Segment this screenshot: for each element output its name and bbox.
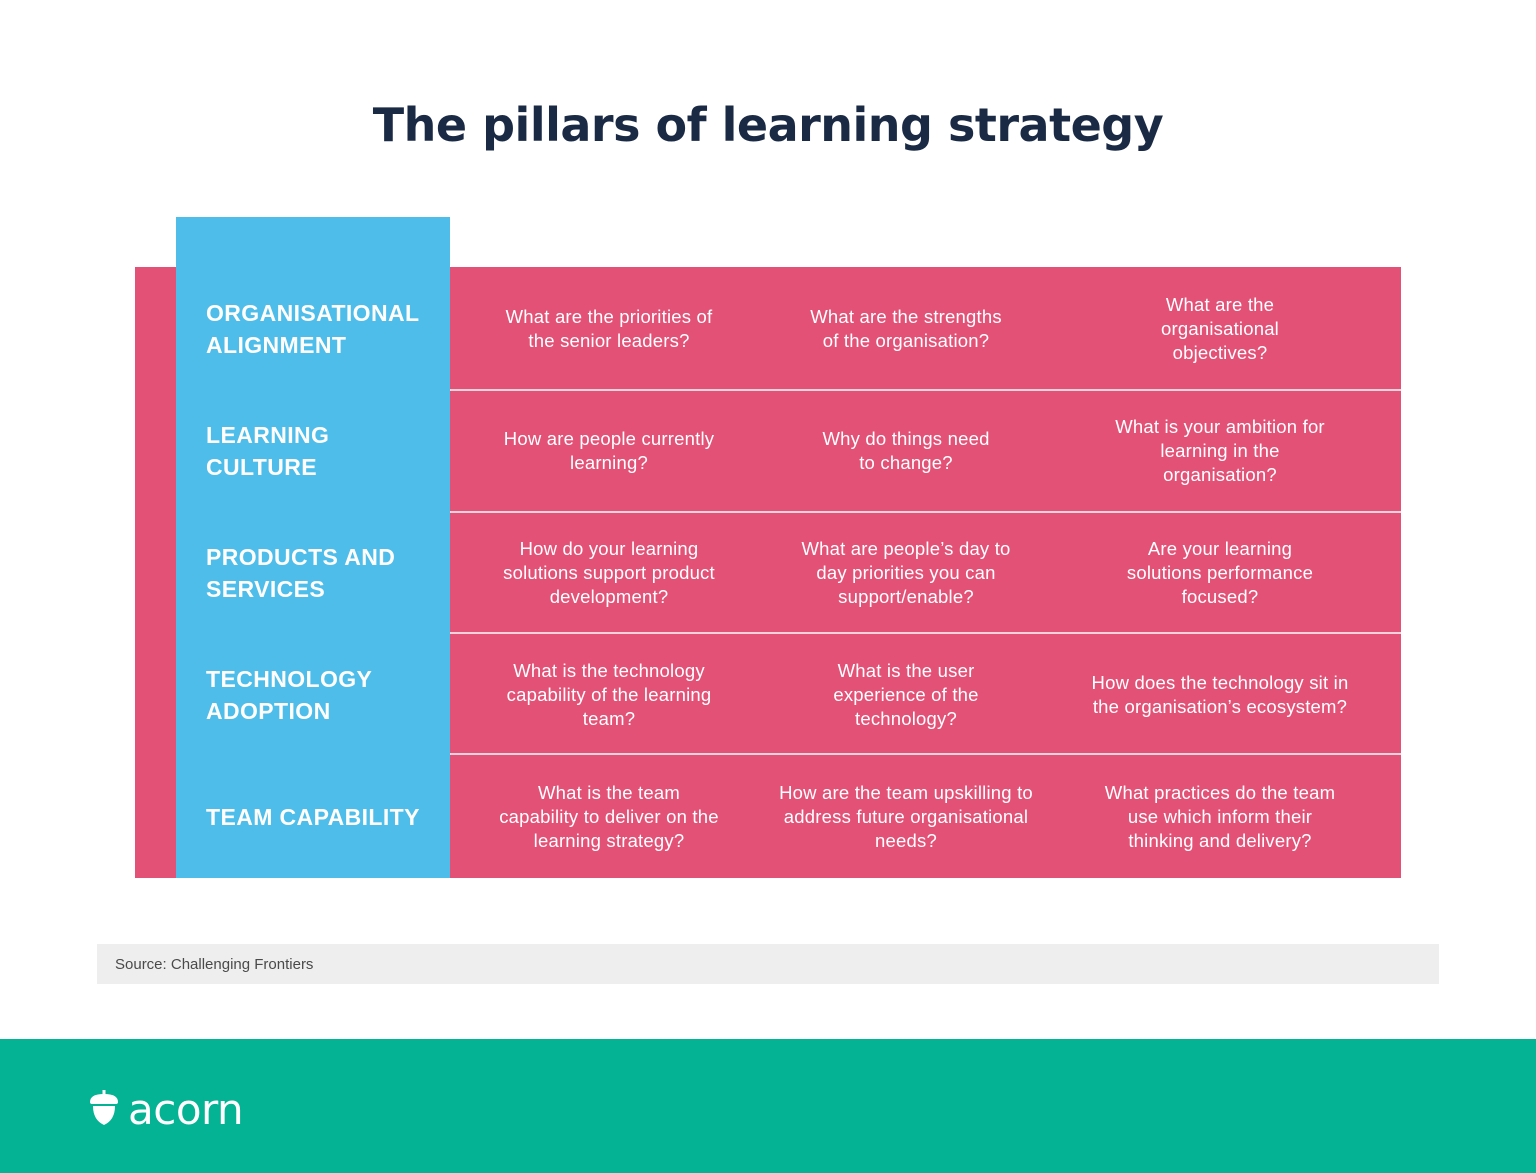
question-cell: What are the strengths of the organisati… (810, 305, 1002, 351)
acorn-icon (88, 1088, 120, 1131)
brand-logo[interactable]: acorn (88, 1085, 244, 1134)
question-cell: What are people’s day to day priorities … (801, 538, 1011, 607)
question-cell: How are the team upskilling to address f… (779, 782, 1033, 851)
page-title: The pillars of learning strategy (372, 98, 1164, 152)
source-text: Source: Challenging Frontiers (115, 955, 314, 973)
question-cell: What is the technology capability of the… (506, 660, 712, 729)
brand-name: acorn (128, 1085, 244, 1134)
row-divider (450, 389, 1401, 391)
row-divider (450, 632, 1401, 634)
row-divider (450, 511, 1401, 513)
question-cell: What is your ambition for learning in th… (1115, 416, 1325, 485)
question-cell: What is the user experience of the techn… (833, 660, 979, 729)
question-cell: How are people currently learning? (503, 428, 715, 473)
question-cell: Are your learning solutions performance … (1126, 538, 1314, 607)
question-cell: What are the organisational objectives? (1161, 293, 1279, 363)
question-cell: What is the team capability to deliver o… (499, 782, 719, 851)
question-cell: How do your learning solutions support p… (503, 538, 715, 607)
pillar-label-learning-culture: LEARNING CULTURE (206, 422, 330, 480)
source-note: Source: Challenging Frontiers (97, 944, 1439, 984)
footer-bar (0, 1039, 1536, 1173)
question-cell: How does the technology sit in the organ… (1091, 672, 1349, 717)
question-cell: What are the priorities of the senior le… (505, 305, 713, 351)
pillar-label-organisational-alignment: ORGANISATIONAL ALIGNMENT (206, 299, 420, 358)
question-cell: What practices do the team use which inf… (1104, 782, 1336, 851)
pillar-label-products-and-services: PRODUCTS AND SERVICES (206, 544, 396, 602)
pillars-column (176, 217, 450, 878)
pillar-label-team-capability: TEAM CAPABILITY (206, 804, 420, 830)
pillar-label-technology-adoption: TECHNOLOGY ADOPTION (206, 666, 372, 724)
row-divider (450, 753, 1401, 755)
question-cell: Why do things need to change? (822, 428, 990, 473)
